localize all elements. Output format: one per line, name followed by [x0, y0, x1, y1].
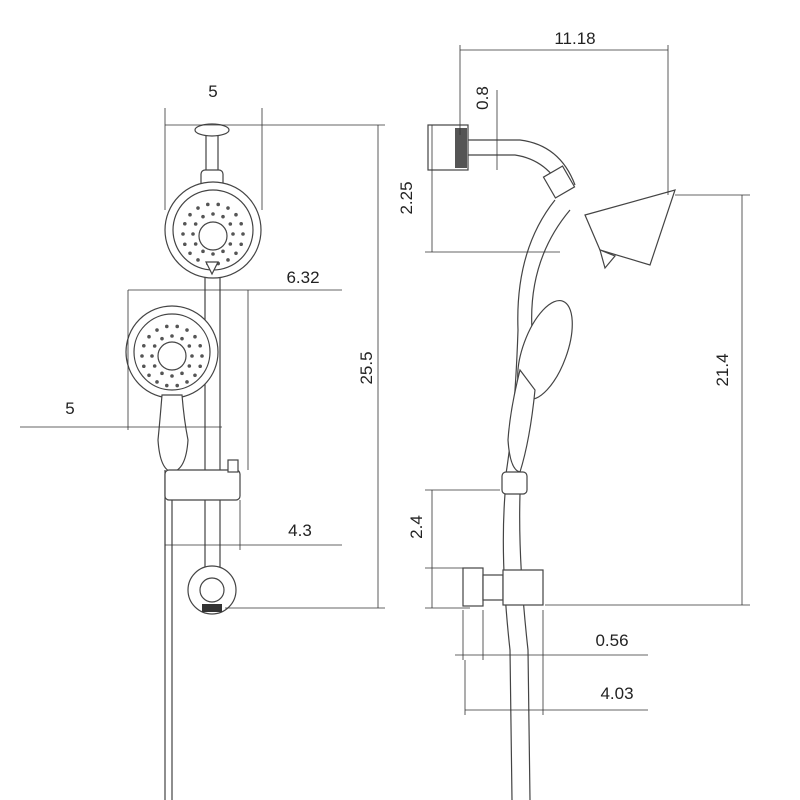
nozzle-dot	[228, 222, 233, 226]
nozzle-dot	[164, 383, 169, 388]
nozzle-dot	[211, 212, 215, 216]
nozzle-dot	[147, 373, 151, 378]
nozzle-dot	[140, 354, 144, 358]
nozzle-dot	[188, 212, 192, 217]
hose-lower	[502, 493, 531, 800]
nozzle-dot	[226, 258, 230, 262]
nozzle-dot	[155, 380, 159, 384]
dim-handheld-width: 5	[65, 399, 74, 418]
nozzle-dot	[180, 371, 184, 376]
nozzle-dot	[187, 344, 192, 348]
nozzle-dot	[164, 324, 169, 329]
nozzle-dot	[152, 364, 157, 368]
swivel-side	[542, 165, 576, 199]
handheld-face	[125, 305, 219, 399]
nozzle-dot	[201, 214, 205, 219]
nozzle-dot	[193, 373, 197, 378]
dimension-lines	[20, 45, 750, 715]
dim-arm-drop: 2.25	[397, 181, 416, 214]
dim-head-height: 21.4	[713, 353, 732, 386]
dim-flange-depth: 0.8	[473, 86, 492, 110]
nozzle-dot	[231, 232, 235, 236]
dim-arm-reach: 11.18	[554, 29, 595, 48]
nozzle-dot	[152, 344, 157, 348]
nozzle-dot	[190, 354, 194, 358]
nozzle-dot	[181, 232, 185, 236]
dim-handheld-offset: 6.32	[286, 268, 319, 287]
holder-button	[227, 459, 239, 473]
nozzle-dot	[191, 232, 195, 236]
nozzle-dot	[241, 232, 245, 236]
nozzle-dot	[160, 371, 164, 376]
hose	[164, 470, 173, 800]
handheld-handle-side	[507, 368, 536, 473]
dim-overall-height: 25.5	[357, 351, 376, 384]
nozzle-dot	[183, 242, 187, 247]
side-view	[427, 124, 676, 800]
wall-flange	[194, 123, 230, 137]
nozzle-dot	[183, 221, 187, 226]
nozzle-dot	[205, 202, 210, 207]
nozzle-dot	[185, 328, 189, 332]
nozzle-dot	[211, 252, 215, 256]
nozzle-dot	[193, 242, 198, 246]
nozzle-dot	[216, 202, 221, 207]
dim-bracket-height: 2.4	[407, 515, 426, 539]
nozzle-dot	[221, 214, 225, 219]
nozzle-dot	[180, 336, 184, 341]
wall-connector	[482, 574, 504, 601]
nozzle-dot	[150, 354, 154, 358]
handheld-handle	[157, 394, 189, 473]
dim-head-width: 5	[208, 82, 217, 101]
dim-bracket-projection: 4.03	[600, 684, 633, 703]
nozzle-dot	[175, 324, 180, 329]
nozzle-dot	[160, 336, 164, 341]
dim-bracket-depth: 0.56	[595, 631, 628, 650]
dim-slide-offset: 4.3	[288, 521, 312, 540]
nozzle-dot	[170, 334, 174, 338]
nozzle-dot	[193, 334, 197, 339]
showerhead-side	[584, 189, 676, 266]
nozzle-dot	[200, 354, 204, 358]
nozzle-dot	[196, 258, 200, 262]
slide-bar	[204, 239, 221, 591]
nozzle-dot	[234, 251, 238, 256]
nozzle-dot	[187, 364, 192, 368]
nozzle-dot	[228, 242, 233, 246]
bracket-body	[502, 569, 544, 606]
wall-elbow	[187, 565, 237, 615]
nozzle-dot	[170, 374, 174, 378]
nozzle-dot	[226, 206, 230, 210]
nozzle-dot	[155, 328, 159, 332]
holder-side	[501, 471, 528, 495]
nozzle-dot	[188, 251, 192, 256]
nozzle-dot	[239, 221, 243, 226]
nozzle-dot	[193, 222, 198, 226]
dimension-labels: 5 25.5 6.32 5 4.3 11.18 0.8 2.25 21.4 2.…	[65, 29, 732, 703]
nozzle-dot	[221, 249, 225, 254]
nozzle-dot	[142, 364, 146, 369]
nozzle-dot	[198, 364, 202, 369]
nozzle-dot	[147, 334, 151, 339]
nozzle-dot	[175, 383, 180, 388]
wall-connector-nut	[462, 567, 484, 607]
nozzle-dot	[198, 343, 202, 348]
front-view	[125, 123, 262, 800]
handheld-nozzles	[140, 324, 204, 388]
spray-selector	[205, 261, 219, 276]
nozzle-dot	[234, 212, 238, 217]
nozzle-dot	[201, 249, 205, 254]
nozzle-dot	[185, 380, 189, 384]
nozzle-dot	[239, 242, 243, 247]
slide-holder	[164, 469, 241, 501]
nozzle-dot	[196, 206, 200, 210]
elbow-nut	[202, 604, 222, 612]
nozzle-dot	[142, 343, 146, 348]
